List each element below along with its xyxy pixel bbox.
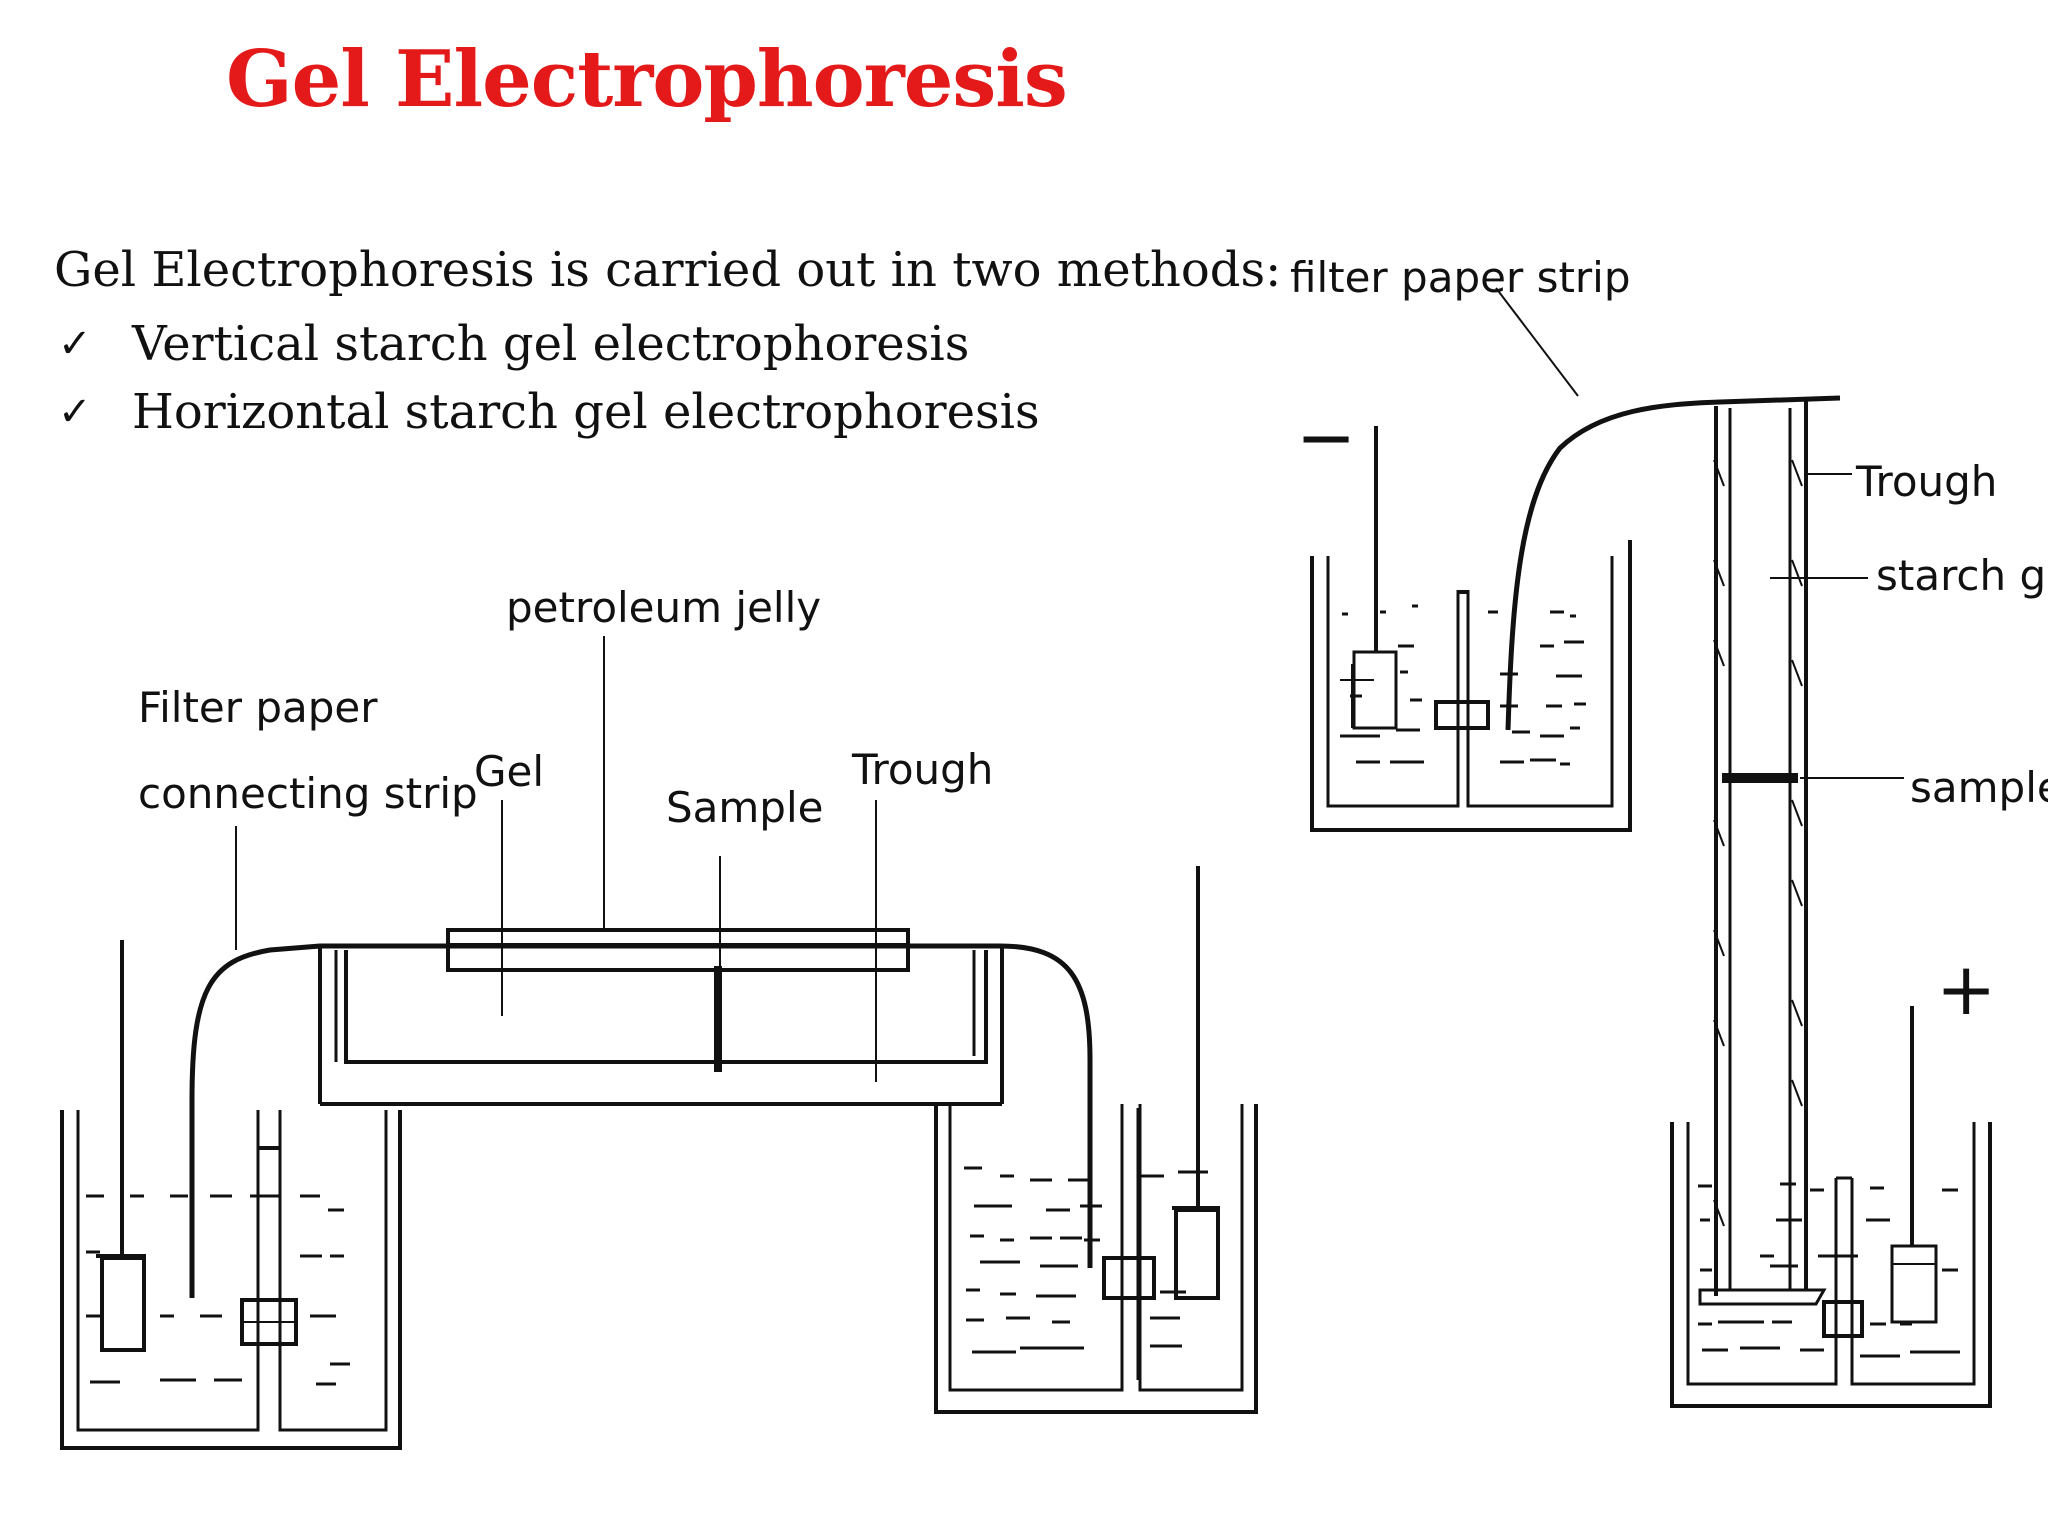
right-buffer-tank bbox=[934, 1104, 1258, 1414]
vertical-apparatus bbox=[1310, 287, 1992, 1408]
cathode-sign: − bbox=[1296, 395, 1356, 479]
horizontal-apparatus bbox=[60, 636, 1258, 1450]
filter-paper-label-line1: Filter paper bbox=[138, 683, 378, 732]
filter-paper-strip bbox=[189, 943, 1093, 1298]
filter-paper-label-line2: connecting strip bbox=[138, 769, 478, 818]
method-label: Vertical starch gel electrophoresis bbox=[132, 316, 970, 372]
horizontal-trough bbox=[318, 948, 1004, 1106]
lower-partition bbox=[1822, 1300, 1864, 1338]
right-buffer-liquid bbox=[964, 1166, 1208, 1354]
vertical-trough bbox=[1698, 400, 1827, 1306]
right-partition bbox=[1102, 1108, 1156, 1380]
vertical-filter-paper-strip bbox=[1505, 395, 1841, 731]
page-title: Gel Electrophoresis bbox=[226, 34, 1068, 125]
upper-buffer-tank bbox=[1310, 540, 1632, 832]
vertical-leader-lines bbox=[1495, 287, 1904, 779]
upper-partition bbox=[1434, 590, 1490, 730]
starch-gel-label: starch gel bbox=[1876, 551, 2048, 600]
trough-label: Trough bbox=[851, 745, 993, 794]
horizontal-leader-lines bbox=[235, 636, 877, 1082]
vertical-trough-label: Trough bbox=[1855, 457, 1997, 506]
method-label: Horizontal starch gel electrophoresis bbox=[132, 384, 1040, 440]
check-icon: ✓ bbox=[58, 321, 92, 367]
filter-paper-strip-label: filter paper strip bbox=[1290, 253, 1631, 302]
check-icon: ✓ bbox=[58, 389, 92, 435]
gel-plate bbox=[446, 928, 910, 972]
petroleum-jelly-label: petroleum jelly bbox=[506, 583, 821, 632]
right-electrode bbox=[1172, 866, 1220, 1300]
left-electrode bbox=[96, 940, 146, 1352]
lower-buffer-liquid bbox=[1698, 1182, 1960, 1358]
sample-label: Sample bbox=[666, 783, 823, 832]
left-buffer-liquid bbox=[86, 1194, 350, 1386]
gel-label: Gel bbox=[474, 747, 544, 796]
left-partition bbox=[240, 1146, 298, 1420]
anode-sign: + bbox=[1936, 947, 1996, 1031]
left-buffer-tank bbox=[60, 1110, 402, 1450]
lower-electrode bbox=[1890, 1006, 1938, 1324]
intro-text: Gel Electrophoresis is carried out in tw… bbox=[54, 242, 1282, 298]
vertical-sample-label: sample bbox=[1910, 763, 2048, 812]
lower-buffer-tank bbox=[1670, 1122, 1992, 1408]
